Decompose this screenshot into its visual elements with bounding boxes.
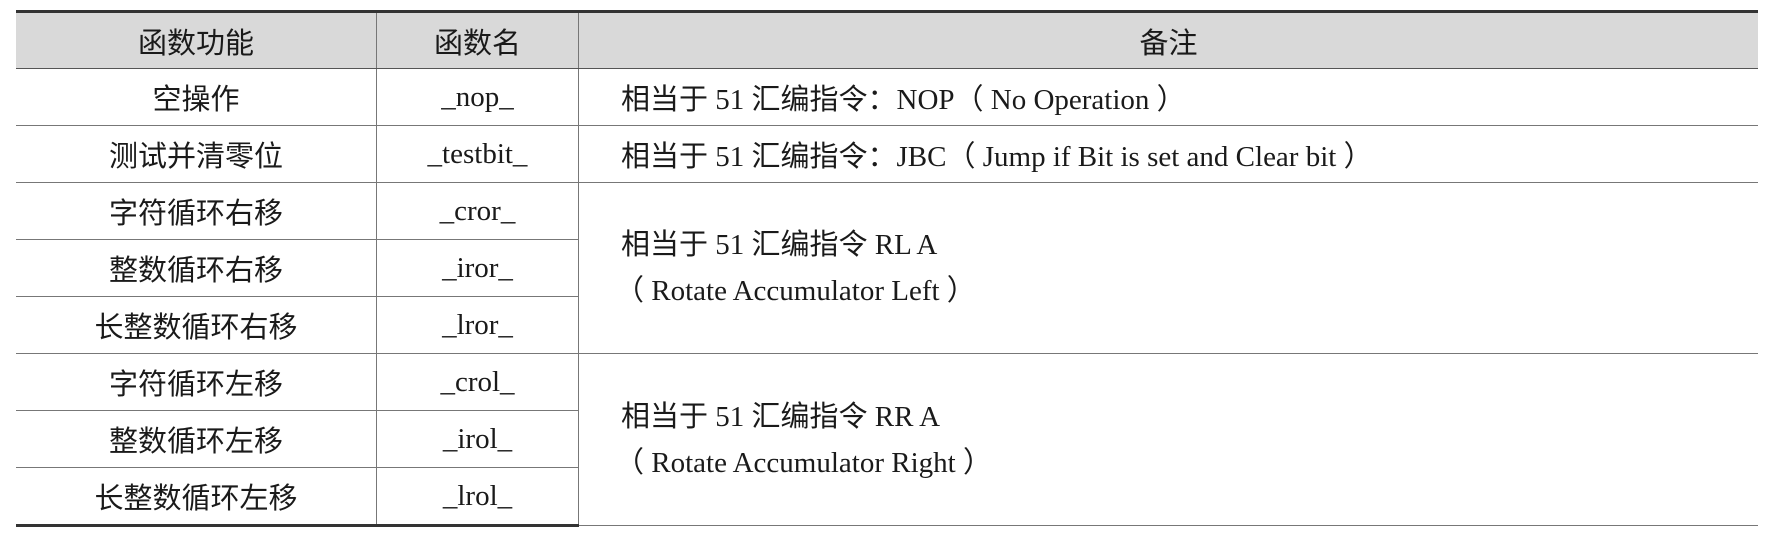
function-table-container: 函数功能 函数名 备注 空操作 _nop_ 相当于 51 汇编指令：NOP（ N… xyxy=(16,10,1758,527)
name-cell: _nop_ xyxy=(376,68,579,126)
table-row: 整数循环右移 _iror_ xyxy=(16,239,1758,297)
function-cell: 字符循环右移 xyxy=(16,182,377,240)
note-cell-rotate-left: 相当于 51 汇编指令 RR A （ Rotate Accumulator Ri… xyxy=(578,353,1758,526)
function-cell: 长整数循环右移 xyxy=(16,296,377,354)
function-cell: 整数循环右移 xyxy=(16,239,377,297)
name-cell: _iror_ xyxy=(376,239,579,297)
name-cell: _cror_ xyxy=(376,182,579,240)
intrinsic-functions-table: 函数功能 函数名 备注 空操作 _nop_ 相当于 51 汇编指令：NOP（ N… xyxy=(16,10,1758,527)
table-row: 测试并清零位 _testbit_ 相当于 51 汇编指令：JBC（ Jump i… xyxy=(16,125,1758,183)
header-name: 函数名 xyxy=(376,10,579,69)
header-function: 函数功能 xyxy=(16,10,377,69)
note-cell: 相当于 51 汇编指令：JBC（ Jump if Bit is set and … xyxy=(578,125,1758,183)
name-cell: _lror_ xyxy=(376,296,579,354)
note-line: 相当于 51 汇编指令 RR A xyxy=(621,400,941,433)
function-cell: 空操作 xyxy=(16,68,377,126)
table-row: 长整数循环左移 _lrol_ xyxy=(16,467,1758,527)
table-row: 空操作 _nop_ 相当于 51 汇编指令：NOP（ No Operation … xyxy=(16,68,1758,126)
name-cell: _lrol_ xyxy=(376,467,579,527)
note-line: （ Rotate Accumulator Left ） xyxy=(615,275,976,307)
note-cell-rotate-right: 相当于 51 汇编指令 RL A （ Rotate Accumulator Le… xyxy=(578,182,1758,354)
table-row: 字符循环右移 _cror_ 相当于 51 汇编指令 RL A （ Rotate … xyxy=(16,182,1758,354)
table-header-row: 函数功能 函数名 备注 xyxy=(16,10,1758,69)
function-cell: 测试并清零位 xyxy=(16,125,377,183)
name-cell: _crol_ xyxy=(376,353,579,411)
function-cell: 字符循环左移 xyxy=(16,353,377,411)
name-cell: _testbit_ xyxy=(376,125,579,183)
note-line: （ Rotate Accumulator Right ） xyxy=(615,446,992,479)
function-cell: 整数循环左移 xyxy=(16,410,377,468)
note-cell: 相当于 51 汇编指令：NOP（ No Operation ） xyxy=(578,68,1758,126)
header-note: 备注 xyxy=(578,10,1758,69)
note-line: 相当于 51 汇编指令 RL A xyxy=(621,229,938,261)
name-cell: _irol_ xyxy=(376,410,579,468)
function-cell: 长整数循环左移 xyxy=(16,467,377,527)
table-row: 字符循环左移 _crol_ 相当于 51 汇编指令 RR A （ Rotate … xyxy=(16,353,1758,526)
table-row: 整数循环左移 _irol_ xyxy=(16,410,1758,468)
table-row: 长整数循环右移 _lror_ xyxy=(16,296,1758,354)
